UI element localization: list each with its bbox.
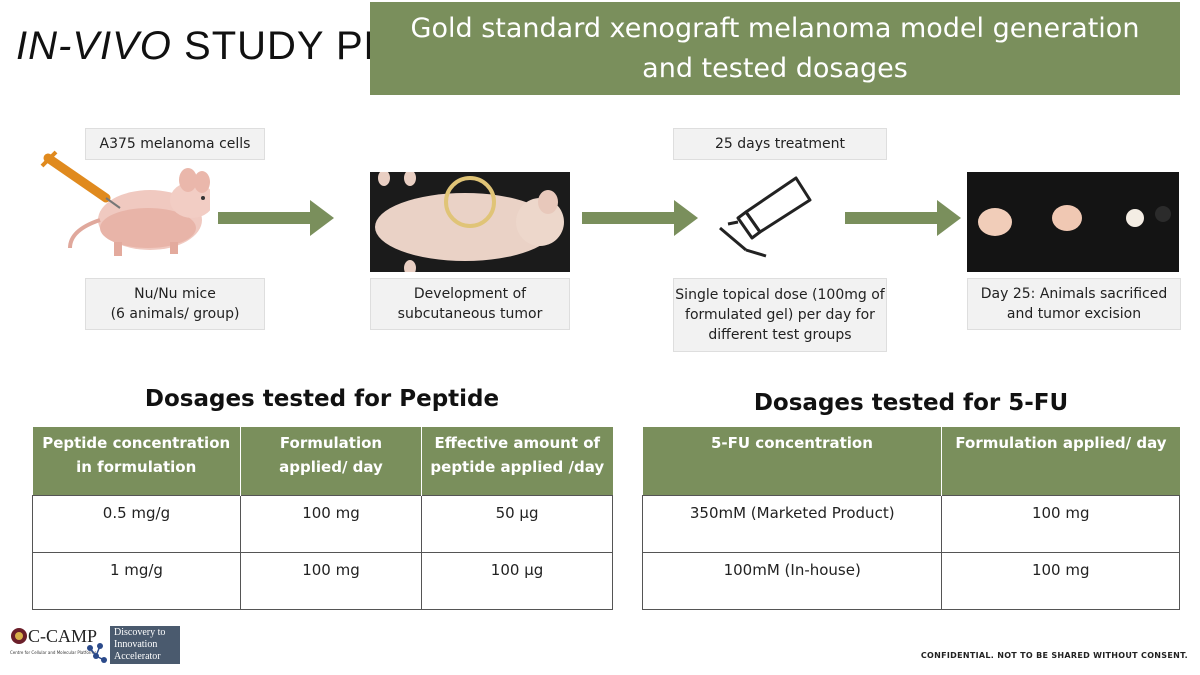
table-row: 350mM (Marketed Product) 100 mg xyxy=(641,494,1180,553)
dia-logo: Discovery to Innovation Accelerator xyxy=(110,626,180,664)
label-mice-group: Nu/Nu mice (6 animals/ group) xyxy=(85,278,265,330)
header-banner: Gold standard xenograft melanoma model g… xyxy=(370,2,1180,95)
table-cell: 1 mg/g xyxy=(32,551,241,610)
table-cell: 350mM (Marketed Product) xyxy=(641,494,943,553)
table-cell: 100 µg xyxy=(421,551,613,610)
table-row: 0.5 mg/g 100 mg 50 µg xyxy=(32,494,613,553)
syringe-icon xyxy=(40,150,121,209)
table-cell: 50 µg xyxy=(421,494,613,553)
ccamp-logo-subtext: Centre for Cellular and Molecular Platfo… xyxy=(10,650,97,655)
table-cell: 100mM (In-house) xyxy=(641,551,943,610)
table-row: 100mM (In-house) 100 mg xyxy=(641,551,1180,610)
table-header-cell: 5-FU concentration xyxy=(642,427,943,495)
peptide-table-title: Dosages tested for Peptide xyxy=(144,386,500,412)
excised-tumors-image xyxy=(967,172,1179,272)
label-treatment-duration: 25 days treatment xyxy=(673,128,887,160)
dia-logo-line: Accelerator xyxy=(114,651,161,662)
table-cell: 100 mg xyxy=(239,494,423,553)
confidential-notice: CONFIDENTIAL. NOT TO BE SHARED WITHOUT C… xyxy=(920,651,1188,660)
dia-logo-line: Innovation xyxy=(114,639,158,650)
ccamp-crest-icon xyxy=(11,628,27,644)
table-cell: 100 mg xyxy=(239,551,423,610)
label-a375-cells: A375 melanoma cells xyxy=(85,128,265,160)
label-tumor-development: Development of subcutaneous tumor xyxy=(370,278,570,330)
table-cell: 100 mg xyxy=(941,551,1180,610)
ccamp-logo-text: C-CAMP xyxy=(28,626,98,646)
table-header-cell: Formulation applied/ day xyxy=(240,427,423,495)
table-cell: 0.5 mg/g xyxy=(32,494,241,553)
fu-dosage-table: 5-FU concentration Formulation applied/ … xyxy=(641,427,1180,610)
label-topical-dose: Single topical dose (100mg of formulated… xyxy=(673,278,887,352)
molecule-icon xyxy=(87,643,107,663)
table-header-row: Peptide concentration in formulation For… xyxy=(32,427,613,495)
gel-tube-icon xyxy=(719,176,812,258)
peptide-dosage-table: Peptide concentration in formulation For… xyxy=(32,427,613,610)
table-header-cell: Peptide concentration in formulation xyxy=(32,427,241,495)
table-cell: 100 mg xyxy=(941,494,1180,553)
tumor-mouse-image xyxy=(370,172,570,272)
dia-logo-line: Discovery to xyxy=(114,627,166,638)
fu-table-title: Dosages tested for 5-FU xyxy=(753,390,1069,416)
arrow-step3-to-step4 xyxy=(845,200,961,236)
label-sacrifice-excision: Day 25: Animals sacrificed and tumor exc… xyxy=(967,278,1181,330)
table-header-cell: Formulation applied/ day xyxy=(941,427,1180,495)
arrow-step1-to-step2 xyxy=(218,200,334,236)
table-row: 1 mg/g 100 mg 100 µg xyxy=(32,551,613,610)
arrow-step2-to-step3 xyxy=(582,200,698,236)
table-header-cell: Effective amount of peptide applied /day xyxy=(421,427,613,495)
mouse-image xyxy=(40,150,210,256)
ccamp-logo: C-CAMP Centre for Cellular and Molecular… xyxy=(10,626,110,666)
table-header-row: 5-FU concentration Formulation applied/ … xyxy=(642,427,1180,495)
